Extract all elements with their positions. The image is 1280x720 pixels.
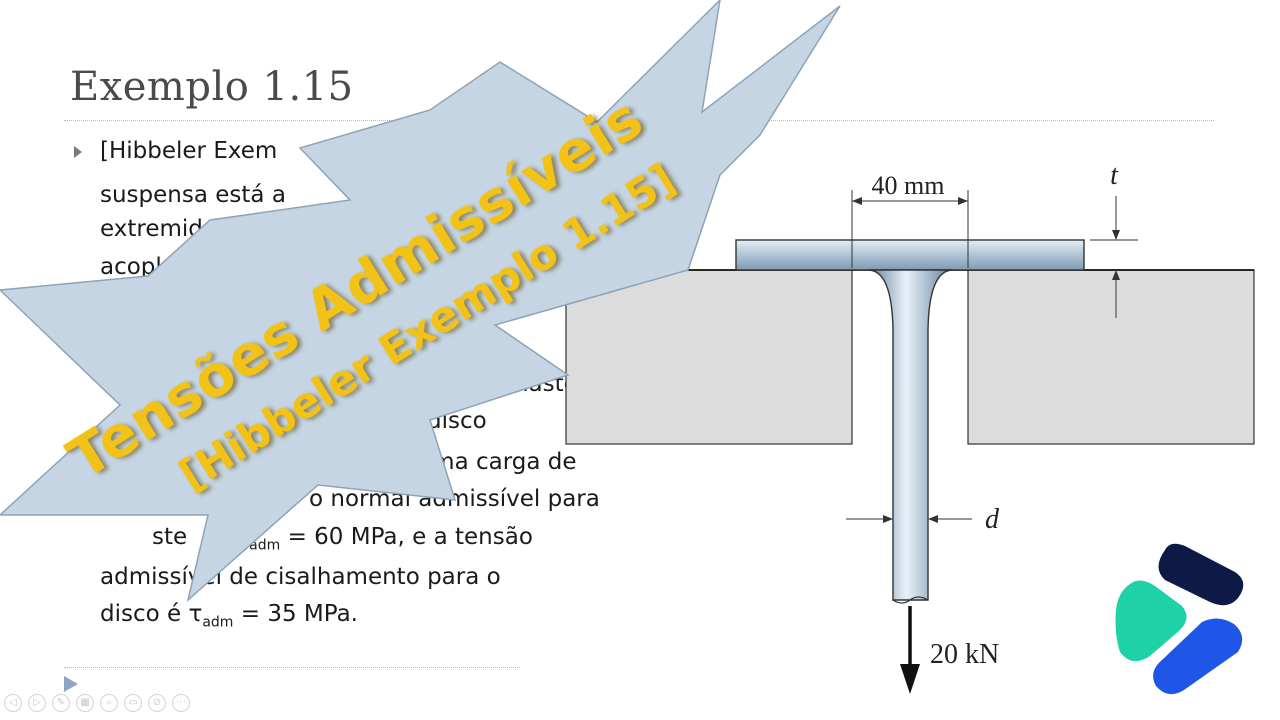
bullet-arrow-icon (74, 146, 82, 158)
subtitles-icon[interactable]: ▭ (124, 694, 142, 712)
support-block-right (967, 269, 1255, 445)
body-line: disco é τadm = 35 MPa. (100, 601, 358, 631)
next-icon[interactable]: ▷ (28, 694, 46, 712)
page-title: Exemplo 1.15 (70, 64, 354, 110)
prev-icon[interactable]: ◁ (4, 694, 22, 712)
body-line: suspensa está a (100, 182, 286, 208)
body-line-fragment: ste (152, 524, 188, 550)
load-label: 20 kN (930, 639, 999, 670)
zoom-icon[interactable]: ⌕ (100, 694, 118, 712)
slides-icon[interactable]: ▦ (76, 694, 94, 712)
brand-logo-icon (1115, 543, 1244, 695)
body-line-fragment: disco é τ (100, 601, 203, 627)
player-controls: ◁ ▷ ✎ ▦ ⌕ ▭ ⊘ ⋯ (4, 694, 190, 712)
footer-divider (64, 667, 520, 668)
body-line-fragment: = 35 MPa. (240, 601, 358, 627)
body-line: admissível de cisalhamento para o (100, 564, 501, 590)
dim-width-label: 40 mm (872, 171, 945, 200)
body-line: ste adm = 60 MPa, e a tensão (152, 524, 533, 554)
support-block-left (565, 269, 853, 445)
body-line: [Hibbeler Exem (100, 138, 278, 164)
starburst-shape (0, 0, 841, 603)
load-arrow-icon (900, 664, 920, 694)
pen-icon[interactable]: ✎ (52, 694, 70, 712)
body-line-fragment: = 60 MPa, e a tensão (287, 524, 533, 550)
presentation-play-icon[interactable] (64, 676, 78, 692)
subscript-adm: adm (249, 537, 281, 554)
subscript-adm: adm (202, 614, 234, 631)
disk (735, 239, 1085, 271)
camera-off-icon[interactable]: ⊘ (148, 694, 166, 712)
dim-thickness-label: t (1110, 160, 1119, 191)
dim-diameter-label: d (985, 504, 1000, 535)
more-icon[interactable]: ⋯ (172, 694, 190, 712)
